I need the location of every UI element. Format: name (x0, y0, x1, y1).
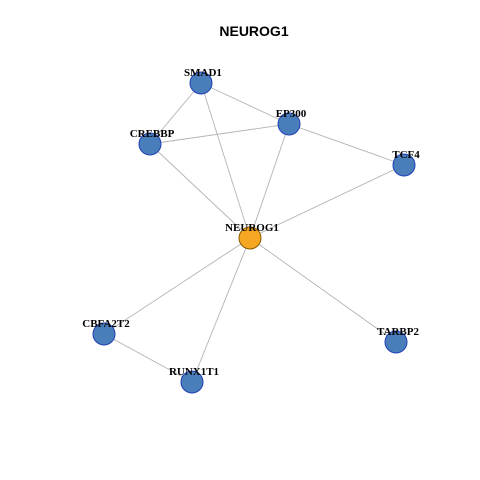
node-tcf4[interactable] (392, 153, 416, 177)
edge-cbfa2t2-runx1t1 (103, 333, 193, 383)
edge-ep300-tcf4 (288, 123, 405, 166)
edge-layer (103, 82, 405, 383)
node-crebbp[interactable] (138, 132, 162, 156)
node-cbfa2t2[interactable] (92, 322, 116, 346)
edge-neurog1-cbfa2t2 (103, 237, 251, 335)
edge-neurog1-runx1t1 (191, 237, 251, 383)
node-ep300[interactable] (277, 112, 301, 136)
node-smad1[interactable] (189, 71, 213, 95)
edge-tcf4-neurog1 (249, 164, 405, 239)
edge-smad1-neurog1 (200, 82, 251, 239)
node-neurog1[interactable] (238, 226, 262, 250)
edge-smad1-ep300 (200, 82, 290, 125)
node-label-smad1: SMAD1 (184, 67, 222, 79)
node-runx1t1[interactable] (180, 370, 204, 394)
node-label-tarbp2: TARBP2 (377, 326, 419, 338)
edge-crebbp-neurog1 (149, 143, 251, 239)
edge-smad1-crebbp (149, 82, 202, 145)
node-label-crebbp: CREBBP (130, 128, 175, 140)
node-label-tcf4: TCF4 (392, 149, 420, 161)
node-layer (92, 71, 416, 394)
node-label-cbfa2t2: CBFA2T2 (82, 318, 130, 330)
edge-neurog1-tarbp2 (249, 237, 397, 343)
graph-title: NEUROG1 (219, 23, 288, 39)
node-label-runx1t1: RUNX1T1 (169, 366, 219, 378)
edge-crebbp-ep300 (149, 123, 290, 145)
node-label-neurog1: NEUROG1 (225, 222, 279, 234)
edge-ep300-neurog1 (249, 123, 290, 239)
node-label-ep300: EP300 (276, 108, 307, 120)
node-tarbp2[interactable] (384, 330, 408, 354)
